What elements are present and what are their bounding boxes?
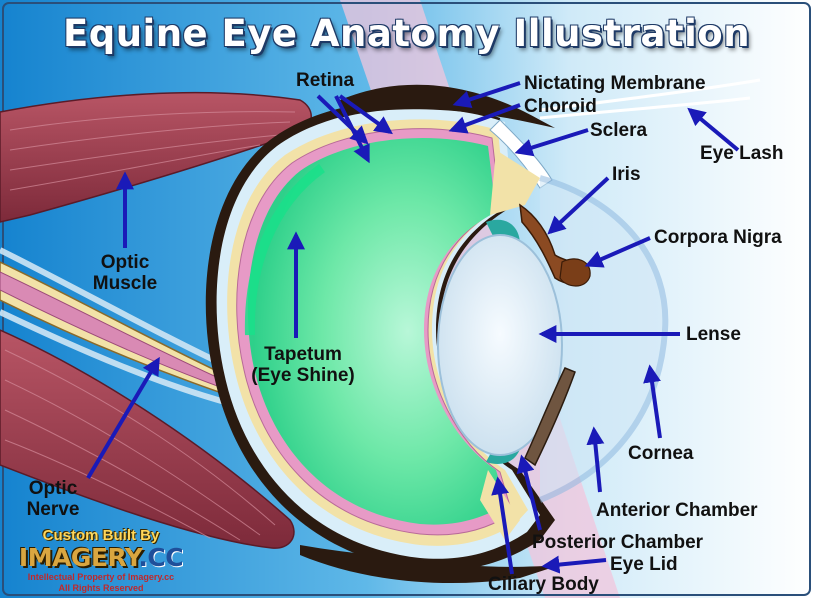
- label-ciliary-body: Ciliary Body: [488, 574, 599, 595]
- label-optic-muscle-line2: Muscle: [85, 273, 165, 294]
- credit-ip-line: Intellectual Property of Imagery.cc: [16, 572, 186, 583]
- label-lense: Lense: [686, 324, 741, 345]
- logo-dot-cc: .CC: [138, 543, 183, 572]
- label-eye-lid: Eye Lid: [610, 554, 678, 575]
- label-retina: Retina: [296, 70, 354, 91]
- label-optic-muscle: Optic Muscle: [85, 252, 165, 294]
- corpora-nigra: [560, 259, 590, 286]
- credit-custom-built-by: Custom Built By: [16, 527, 186, 544]
- credit-block: Custom Built By IMAGERY.CC Intellectual …: [16, 527, 186, 594]
- label-cornea: Cornea: [628, 443, 693, 464]
- label-posterior-chamber: Posterior Chamber: [532, 532, 703, 553]
- label-anterior-chamber: Anterior Chamber: [596, 500, 758, 521]
- logo-main: IMAGERY: [19, 543, 138, 572]
- label-optic-nerve-line1: Optic: [18, 478, 88, 499]
- label-optic-muscle-line1: Optic: [85, 252, 165, 273]
- label-nictating-membrane: Nictating Membrane: [524, 73, 706, 94]
- label-tapetum-line2: (Eye Shine): [238, 365, 368, 386]
- label-iris: Iris: [612, 164, 641, 185]
- label-choroid: Choroid: [524, 96, 597, 117]
- credit-rights-line: All Rights Reserved: [16, 583, 186, 594]
- imagery-logo: IMAGERY.CC: [16, 544, 186, 572]
- label-optic-nerve: Optic Nerve: [18, 478, 88, 520]
- label-eye-lash: Eye Lash: [700, 143, 783, 164]
- label-tapetum-line1: Tapetum: [238, 344, 368, 365]
- label-optic-nerve-line2: Nerve: [18, 499, 88, 520]
- label-corpora-nigra: Corpora Nigra: [654, 227, 782, 248]
- label-tapetum: Tapetum (Eye Shine): [238, 344, 368, 386]
- diagram-title: Equine Eye Anatomy Illustration: [0, 12, 813, 55]
- label-sclera: Sclera: [590, 120, 647, 141]
